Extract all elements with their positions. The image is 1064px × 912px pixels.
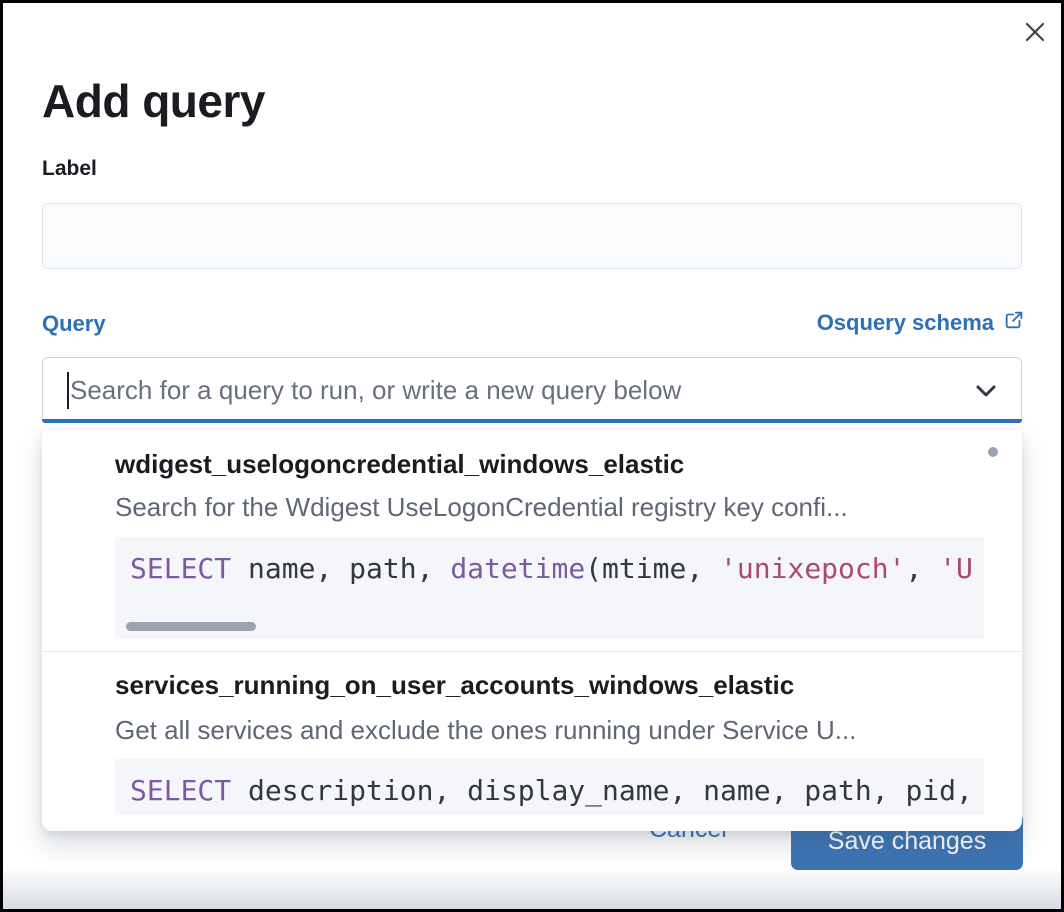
sql-string: 'U [939, 552, 973, 585]
query-option-title: services_running_on_user_accounts_window… [115, 670, 795, 700]
query-dropdown-list: wdigest_uselogoncredential_windows_elast… [42, 430, 1022, 831]
query-field-label: Query [42, 311, 106, 336]
chevron-down-icon[interactable] [971, 376, 1001, 406]
query-search-input[interactable] [70, 359, 970, 421]
text-cursor [67, 372, 69, 409]
osquery-schema-link-label: Osquery schema [816, 310, 994, 335]
external-link-icon [1003, 309, 1025, 337]
save-changes-label: Save changes [827, 827, 987, 855]
query-option-sql-preview: SELECT name, path, datetime(mtime, 'unix… [115, 537, 984, 639]
sql-plain: (mtime, [585, 552, 721, 585]
page-title: Add query [42, 74, 265, 127]
query-option-description: Get all services and exclude the ones ru… [115, 715, 857, 745]
sql-keyword: datetime [450, 552, 586, 585]
sql-plain: description, display_name, name, path, p… [231, 774, 973, 807]
query-combobox[interactable] [42, 357, 1022, 423]
query-option-services[interactable]: services_running_on_user_accounts_window… [42, 651, 1022, 831]
sql-plain: , [905, 552, 940, 585]
horizontal-scrollbar-thumb[interactable] [126, 622, 256, 631]
query-option-title: wdigest_uselogoncredential_windows_elast… [115, 449, 685, 479]
modal-drop-shadow [3, 867, 1061, 909]
close-icon[interactable] [1017, 15, 1053, 51]
query-option-sql-preview: SELECT description, display_name, name, … [115, 759, 984, 815]
sql-plain: name, path, [231, 552, 451, 585]
query-option-wdigest[interactable]: wdigest_uselogoncredential_windows_elast… [42, 430, 1022, 651]
label-input[interactable] [42, 203, 1022, 269]
option-divider [42, 651, 1022, 652]
osquery-schema-link[interactable]: Osquery schema [817, 309, 1025, 337]
query-option-description: Search for the Wdigest UseLogonCredentia… [115, 492, 848, 522]
vertical-scrollbar-thumb[interactable] [988, 447, 998, 457]
sql-keyword: SELECT [130, 774, 232, 807]
sql-string: 'unixepoch' [720, 552, 906, 585]
label-field-label: Label [42, 157, 97, 180]
sql-keyword: SELECT [130, 552, 232, 585]
